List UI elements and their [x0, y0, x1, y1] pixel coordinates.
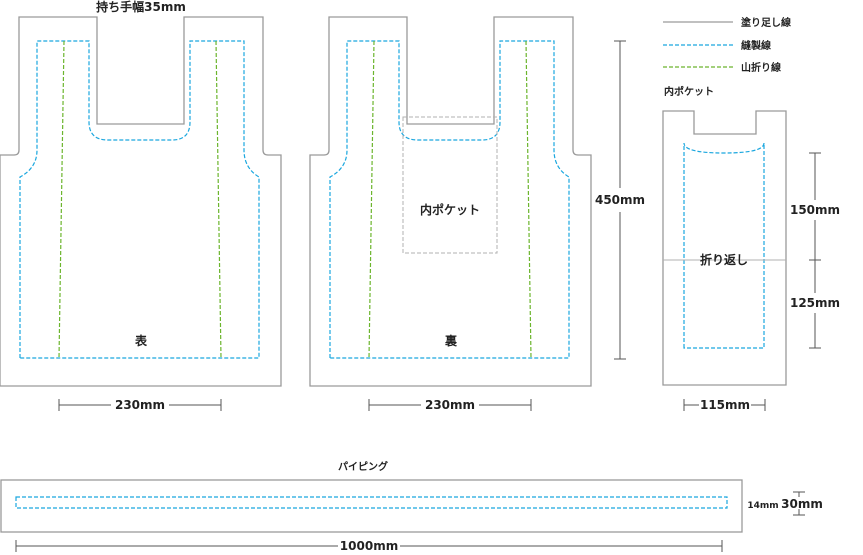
- front-bleed-outline: [0, 16, 282, 387]
- front-width-label: 230mm: [115, 398, 165, 412]
- front-width-dimension: 230mm: [58, 398, 222, 412]
- piping-length-label: 1000mm: [340, 539, 398, 553]
- front-fold-line-right: [215, 40, 222, 359]
- piping-title: パイピング: [338, 460, 388, 473]
- pocket-width-dimension: 115mm: [683, 398, 766, 412]
- back-width-label: 230mm: [425, 398, 475, 412]
- pocket-top-height-label: 150mm: [790, 203, 840, 217]
- inner-pocket-sewing-line: [683, 142, 765, 349]
- piping-piece: パイピング 14mm 30mm: [0, 460, 823, 533]
- back-width-dimension: 230mm: [368, 398, 532, 412]
- legend-sewing-label: 縫製線: [741, 39, 771, 52]
- inner-pocket-piece: 内ポケット 折り返し: [662, 85, 787, 386]
- pocket-width-label: 115mm: [700, 398, 750, 412]
- back-inner-pocket-label: 内ポケット: [420, 202, 480, 217]
- pocket-height-dimensions: 150mm 125mm: [790, 152, 840, 349]
- piping-sewing-line: [15, 496, 728, 509]
- bag-height-dimension: 450mm: [595, 40, 645, 360]
- bag-height-label: 450mm: [595, 193, 645, 207]
- back-panel: 内ポケット 裏: [309, 16, 592, 387]
- back-inner-pocket-outline: [402, 116, 498, 254]
- back-bleed-outline: [309, 16, 592, 387]
- piping-length-dimension: 1000mm: [15, 539, 723, 553]
- piping-inner-label: 14mm: [747, 501, 778, 511]
- back-fold-line-left: [368, 40, 375, 359]
- inner-pocket-bleed-outline: [662, 110, 787, 386]
- pocket-bottom-height-label: 125mm: [790, 296, 840, 310]
- inner-pocket-title: 内ポケット: [664, 85, 714, 98]
- legend-bleed-label: 塗り足し線: [741, 16, 791, 29]
- legend: 塗り足し線 縫製線 山折り線: [663, 16, 791, 74]
- front-sewing-line: [19, 40, 260, 359]
- piping-height-label: 30mm: [781, 497, 823, 511]
- handle-width-label: 持ち手幅35mm: [96, 0, 186, 14]
- back-fold-line-right: [525, 40, 532, 359]
- back-sewing-line: [329, 40, 570, 359]
- front-fold-line-left: [58, 40, 65, 359]
- front-panel: 表 持ち手幅35mm: [0, 0, 282, 387]
- back-label: 裏: [444, 333, 458, 348]
- front-label: 表: [134, 333, 148, 348]
- piping-bleed-outline: [0, 479, 743, 533]
- fold-back-label: 折り返し: [700, 252, 748, 267]
- legend-fold-label: 山折り線: [741, 61, 781, 74]
